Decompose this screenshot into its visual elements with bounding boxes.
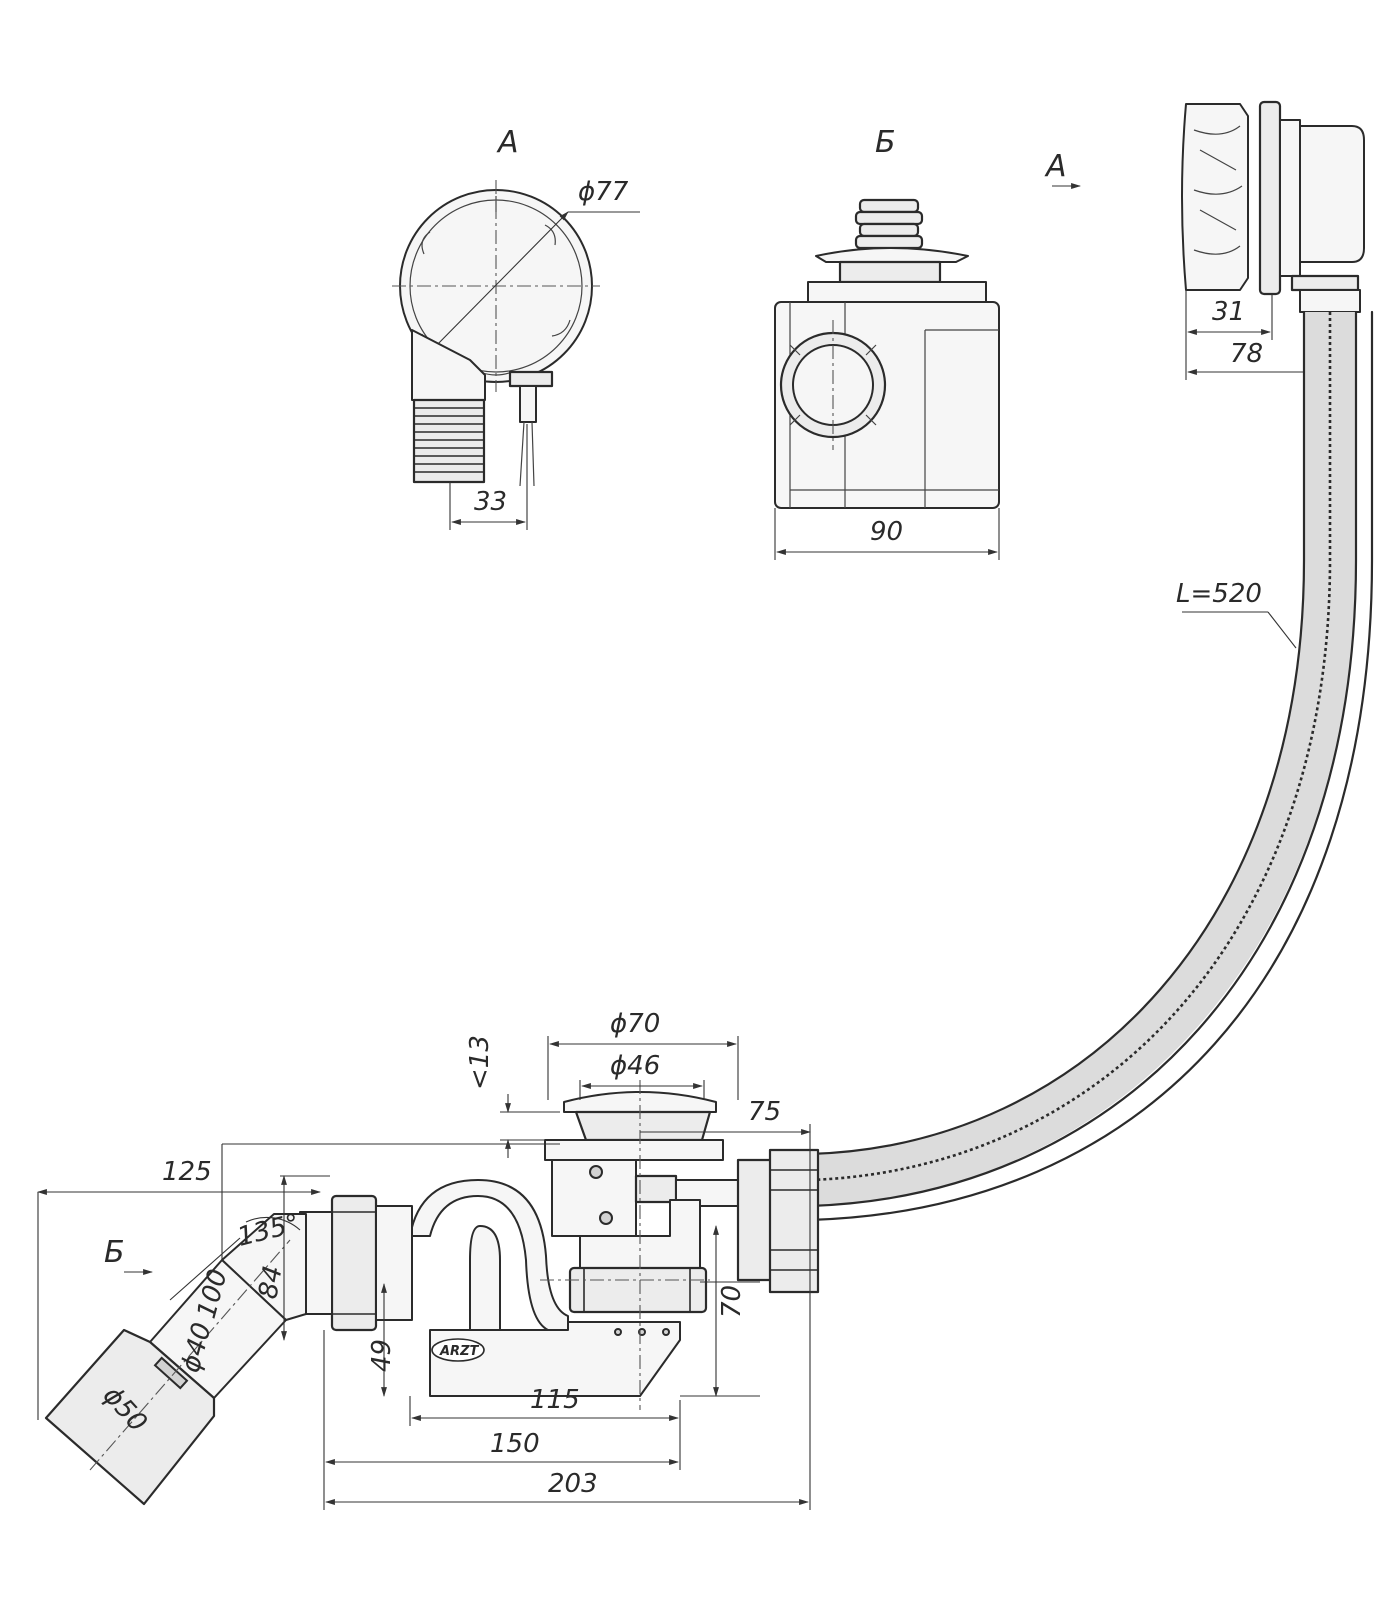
drain-stopper <box>563 1091 717 1113</box>
dim-33: 33 <box>474 487 507 517</box>
dim-70: 70 <box>717 1285 747 1318</box>
view-b-arrow-label: Б <box>104 1235 125 1270</box>
hose-length: L=520 <box>1176 579 1262 609</box>
lower-nut <box>568 1266 708 1314</box>
dim-125: 125 <box>162 1157 212 1187</box>
dim-lt13: <13 <box>465 1035 495 1090</box>
view-a-direction: А <box>1044 149 1081 189</box>
dim-49: 49 <box>367 1339 397 1372</box>
view-b: Б 90 <box>774 125 1000 560</box>
dim-75: 75 <box>748 1097 781 1127</box>
dim-31: 31 <box>1212 297 1245 327</box>
slip-nut <box>330 1194 378 1332</box>
view-b-label: Б <box>875 125 896 160</box>
dim-d70: ϕ70 <box>610 1009 660 1039</box>
dim-203: 203 <box>548 1469 598 1499</box>
dim-115: 115 <box>530 1385 580 1415</box>
brand-logo: ARZT <box>431 1338 485 1362</box>
corrugated-hose: L=520 <box>808 310 1374 1222</box>
view-b-direction: Б <box>104 1235 153 1275</box>
overflow-assembly: 31 78 <box>1181 100 1365 380</box>
dim-d46: ϕ46 <box>610 1051 660 1081</box>
overflow-knob <box>1181 103 1249 291</box>
dim-150: 150 <box>490 1429 540 1459</box>
dim-84: 84 <box>253 1263 288 1301</box>
view-a-arrow-label: А <box>1044 149 1067 184</box>
view-a-hose <box>412 398 486 484</box>
view-a: А ϕ77 33 <box>392 125 640 530</box>
dim-78: 78 <box>1230 339 1263 369</box>
view-a-label: А <box>496 125 519 160</box>
main-dimensions: ϕ70 ϕ46 <13 75 125 135° 84 100 ϕ40 <box>37 1009 811 1510</box>
logo-text: ARZT <box>439 1344 479 1359</box>
dim-90: 90 <box>870 517 903 547</box>
dim-d77: ϕ77 <box>578 177 629 207</box>
